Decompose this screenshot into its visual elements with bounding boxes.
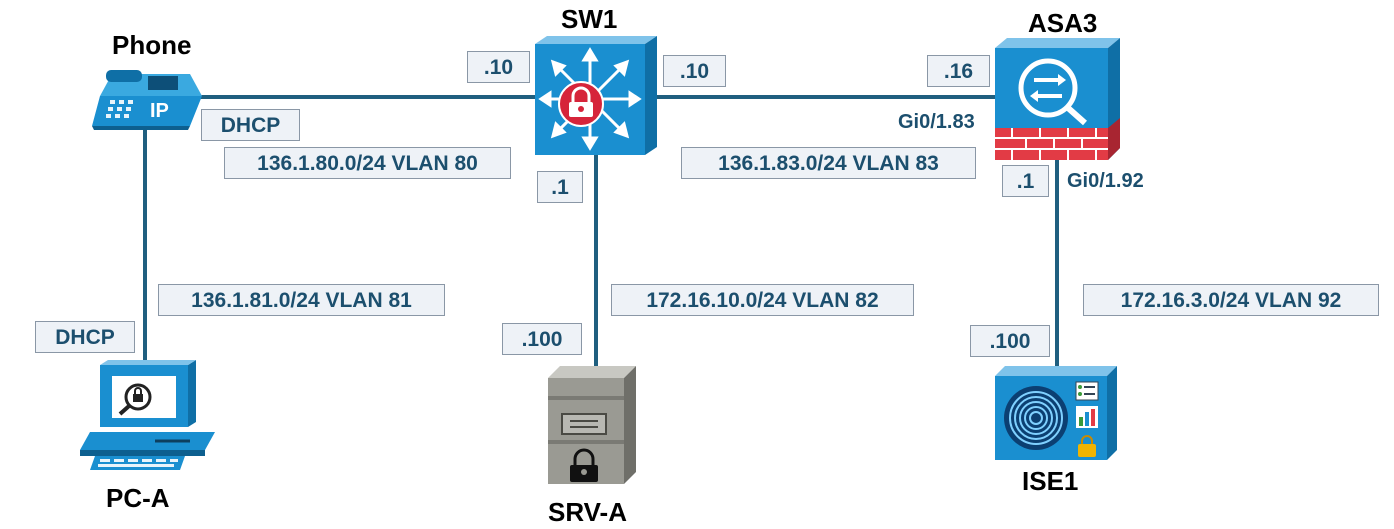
ip-label-sw1-vlan82: .1 <box>537 171 583 203</box>
node-label-pc-a: PC-A <box>106 483 170 513</box>
switch-icon <box>535 36 657 155</box>
node-label-srv-a: SRV-A <box>548 497 627 527</box>
ise-server-icon <box>995 366 1117 460</box>
subnet-label-vlan80: 136.1.80.0/24 VLAN 80 <box>224 147 511 179</box>
ip-label-asa3-vlan92: .1 <box>1002 165 1049 197</box>
node-label-sw1: SW1 <box>561 4 618 34</box>
ip-label-sw1-vlan80: .10 <box>467 51 530 83</box>
ip-phone-icon: IP <box>92 70 202 130</box>
subnet-label-vlan82: 172.16.10.0/24 VLAN 82 <box>611 284 914 316</box>
server-icon <box>548 366 636 484</box>
subnet-label-vlan83: 136.1.83.0/24 VLAN 83 <box>681 147 976 179</box>
pc-icon <box>80 360 215 470</box>
interface-label-gi0-1-83: Gi0/1.83 <box>898 111 975 133</box>
dhcp-label-phone: DHCP <box>201 109 300 141</box>
ip-label-asa3-vlan83: .16 <box>927 55 990 87</box>
fingerprint-icon <box>1004 386 1068 450</box>
ip-label-srv-a: .100 <box>502 323 582 355</box>
node-label-phone: Phone <box>112 30 192 60</box>
links <box>143 95 1059 368</box>
firewall-icon <box>995 38 1120 160</box>
node-label-ise1: ISE1 <box>1022 466 1079 496</box>
subnet-label-vlan81: 136.1.81.0/24 VLAN 81 <box>158 284 445 316</box>
subnet-label-vlan92: 172.16.3.0/24 VLAN 92 <box>1083 284 1379 316</box>
interface-label-gi0-1-92: Gi0/1.92 <box>1067 170 1144 192</box>
phone-badge: IP <box>150 100 169 122</box>
ip-label-ise1: .100 <box>970 325 1050 357</box>
ip-label-sw1-vlan83: .10 <box>663 55 726 87</box>
node-label-asa3: ASA3 <box>1028 8 1098 38</box>
dhcp-label-pc: DHCP <box>35 321 135 353</box>
